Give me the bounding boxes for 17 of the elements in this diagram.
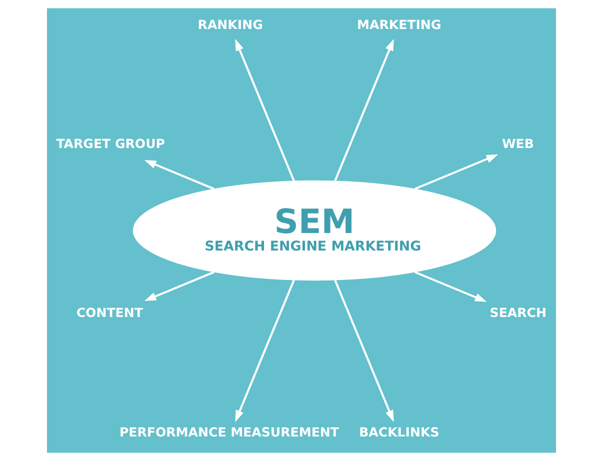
- node-text: MARKETING: [356, 16, 441, 32]
- arrow: [414, 154, 498, 190]
- arrow: [234, 38, 294, 182]
- arrow: [144, 160, 214, 190]
- node-text: SEARCH: [489, 305, 546, 320]
- node-text: CONTENT: [76, 305, 142, 320]
- node-ellipse: SEM SEARCH ENGINE MARKETING: [132, 180, 496, 281]
- arrow: [144, 271, 214, 301]
- arrow: [334, 280, 394, 422]
- node-text: PERFORMANCE MEASUREMENT: [118, 424, 338, 440]
- node-text: BACKLINKS: [358, 424, 439, 440]
- arrow: [234, 280, 294, 422]
- node-text: RANKING: [197, 16, 262, 32]
- arrow: [334, 38, 394, 182]
- node-text: WEB: [501, 136, 534, 152]
- arrow: [414, 271, 486, 302]
- node-text: TARGET GROUP: [56, 136, 164, 152]
